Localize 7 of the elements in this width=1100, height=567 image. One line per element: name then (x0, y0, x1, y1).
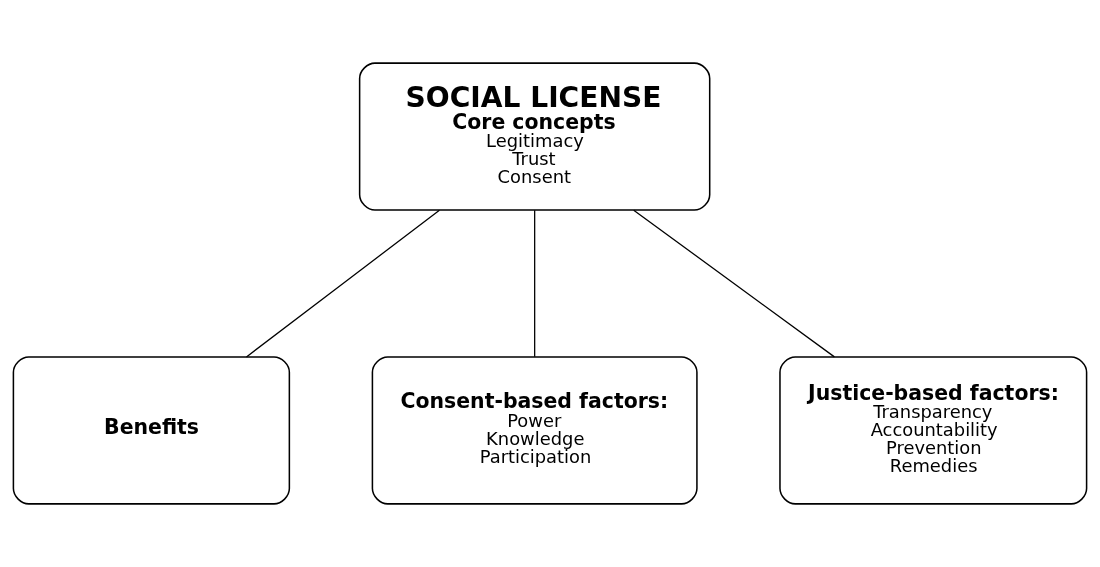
connector (633, 209, 836, 358)
node-box: SOCIAL LICENSE Core concepts Legitimacy Trust Consent (358, 62, 711, 211)
connector (245, 209, 441, 358)
connector (534, 209, 536, 358)
node-box: Benefits (12, 356, 291, 505)
node-box: Justice-based factors: Transparency Accountability Prevention Remedies (779, 356, 1088, 505)
node-box: Consent-based factors: Power Knowledge Participation (371, 356, 698, 505)
